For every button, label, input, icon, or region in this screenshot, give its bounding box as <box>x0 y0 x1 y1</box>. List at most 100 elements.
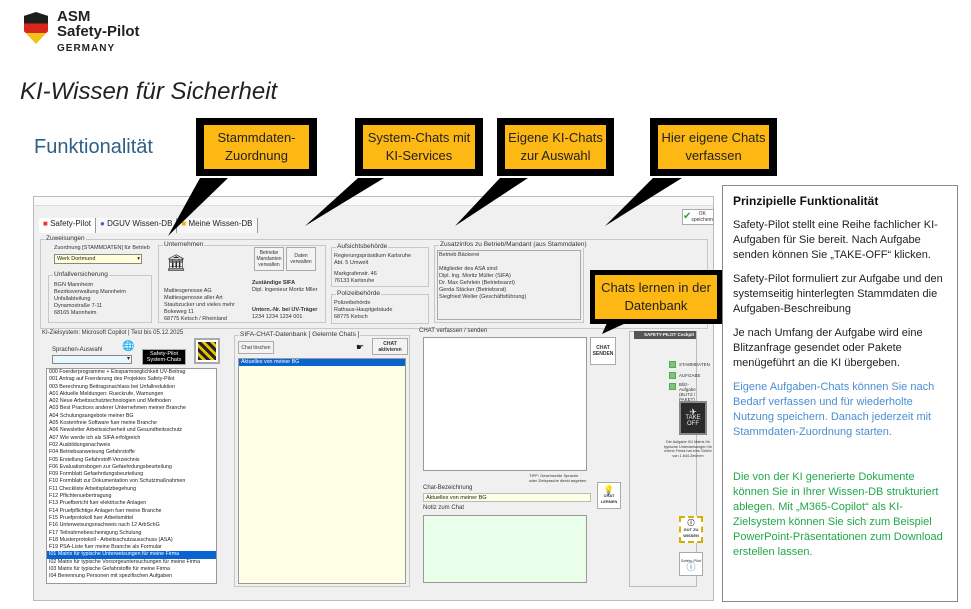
list-item[interactable]: F19 PSA-Liste fuer meine Branche als For… <box>49 544 162 551</box>
safety-pilot-tab-icon: ■ <box>43 219 48 228</box>
list-item[interactable]: 001 Antrag auf Foerderung des Projektes … <box>49 376 175 383</box>
list-item[interactable]: A01 Aktuelle Meldungen: Rueckrufe, Warnu… <box>49 390 164 397</box>
list-item[interactable]: A07 Wie werde ich als SIFA erfolgreich <box>49 434 141 441</box>
take-off-button[interactable]: ✈TAKE OFF <box>679 401 707 435</box>
sifa-label: Zuständige SIFA <box>252 280 296 286</box>
list-item[interactable]: F17 Teilnahmebescheinigung Schulung <box>49 529 142 536</box>
chat-bezeichnung-input[interactable]: Aktuelles von meiner BG <box>423 493 591 502</box>
group-label: Unfallversicherung <box>53 271 109 278</box>
section-title: Funktionalität <box>34 136 153 158</box>
ok-save-button[interactable]: ✔OK speichern <box>682 209 714 225</box>
chat-senden-button[interactable]: CHAT SENDEN <box>590 337 616 365</box>
betrieb-select[interactable]: Werk Dortmund ▾ <box>54 254 142 264</box>
list-item[interactable]: A02 Neue Arbeitsschutztechnologien und M… <box>49 398 171 405</box>
led-label: STAMMDATEN <box>679 362 710 367</box>
list-item[interactable]: F14 Pruefpflichtige Anlagen fuer meine B… <box>49 507 162 514</box>
pointing-hand-icon: ☛ <box>356 342 365 352</box>
panel-paragraph: Je nach Umfang der Aufgabe wird eine Bli… <box>733 327 923 369</box>
system-chats-list[interactable]: 000 Foerderprogramme + Einsparmoeglichke… <box>46 368 217 584</box>
button-label: Daten verwalten <box>290 253 312 265</box>
panel-paragraph: Safety-Pilot formuliert zur Aufgabe und … <box>733 273 943 315</box>
list-item[interactable]: F13 Pruefbericht fuer elektrische Anlage… <box>49 500 147 507</box>
list-item[interactable]: F02 Ausbildungsnachweis <box>49 441 111 448</box>
led-aufgabe-icon <box>669 372 676 379</box>
zusatz-group: Zusatzinfos zu Betrieb/Mandant (aus Stam… <box>434 241 588 323</box>
input-value: Aktuelles von meiner BG <box>426 495 487 501</box>
assign-label: Zuordnung [STAMMDATEN] für Betrieb <box>54 245 150 251</box>
chat-loeschen-button[interactable]: Chat löschen <box>238 341 274 354</box>
list-item[interactable]: 003 Berechnung Beitragsnachlass bei Unfa… <box>49 383 176 390</box>
chat-verfassen-label: CHAT verfassen / senden <box>419 328 488 334</box>
tab-safety-pilot[interactable]: ■ Safety-Pilot <box>39 218 96 233</box>
list-item[interactable]: I01 Matrix für typische Unterweisungen f… <box>47 551 216 559</box>
globe-icon: 🌐 <box>122 341 135 352</box>
button-label: GUT ZU WISSEN <box>683 526 699 538</box>
group-label: Polizeibehörde <box>336 290 382 297</box>
daten-verwalten-button[interactable]: Daten verwalten <box>286 247 316 271</box>
sifa-db-group: SIFA-CHAT-Datenbank [ Gelernte Chats ] <box>234 331 410 587</box>
callout-text: Hier eigene Chats verfassen <box>658 125 769 169</box>
ok-save-label: OK speichern <box>691 211 714 223</box>
cockpit-title: SAFETY-PILOT Cockpit <box>634 331 696 339</box>
list-item[interactable]: F15 Pruefprotokoll fuer Arbeitsmittel <box>49 514 134 521</box>
ki-zielsystem-label: KI-Zielsystem: Microsoft Copilot | Test … <box>42 330 184 336</box>
list-item[interactable]: F04 Betriebsanweisung Gefahrstoffe <box>49 449 135 456</box>
list-item[interactable]: F16 Unterweisungsnachweis nach 12 ArbSch… <box>49 522 160 529</box>
list-item[interactable]: F10 Formblatt zur Dokumentation von Schu… <box>49 478 186 485</box>
folder-tab-icon: ■ <box>181 219 187 228</box>
cockpit-info: Die Aufgabe I01 Matrix für typische Unte… <box>664 440 712 458</box>
list-item[interactable]: I04 Benennung Personen mit spezifischen … <box>49 573 173 580</box>
zusatz-text[interactable]: Betrieb Bäckerei Mitglieder des ASA sind… <box>437 250 581 320</box>
chat-text-area[interactable] <box>423 337 587 471</box>
list-item[interactable]: F09 Formblatt Gefaehrdungsbeurteilung <box>49 471 144 478</box>
panel-paragraph-blue: Eigene Aufgaben-Chats können Sie nach Be… <box>733 381 935 438</box>
logo-line2: Safety-Pilot <box>57 23 140 40</box>
list-item[interactable]: F11 Checkliste Arbeitsplatzbegehung <box>49 485 137 492</box>
list-item[interactable]: A04 Schulungsangebote meiner BG <box>49 412 134 419</box>
notiz-textarea[interactable] <box>423 515 587 583</box>
callout-pointer <box>168 178 228 236</box>
list-item[interactable]: F12 Pflichtenuebertragung <box>49 493 112 500</box>
notiz-label: Notiz zum Chat <box>423 505 465 511</box>
list-item[interactable]: F05 Erstellung Gefahrstoff-Verzeichnis <box>49 456 140 463</box>
betriebe-verwalten-button[interactable]: Betriebe Mandanten verwalten <box>254 247 284 271</box>
chevron-down-icon: ▾ <box>137 256 140 262</box>
callout-text: Eigene KI-Chats zur Auswahl <box>505 125 606 169</box>
led-stammdaten-icon <box>669 361 676 368</box>
system-chats-button[interactable]: Safety-Pilot System-Chats <box>142 349 186 365</box>
tab-meine-wissen-db[interactable]: ■ Meine Wissen-DB <box>177 218 258 233</box>
callout-text: System-Chats mit KI-Services <box>363 125 475 169</box>
betrieb-value: Werk Dortmund <box>57 256 96 262</box>
button-label: CHAT LERNEN <box>600 492 618 504</box>
right-info-panel: Prinzipielle Funktionalität Safety-Pilot… <box>722 185 958 602</box>
list-item[interactable]: 000 Foerderprogramme + Einsparmoeglichke… <box>49 369 186 375</box>
sprache-select[interactable]: ▾ <box>52 355 132 364</box>
chevron-down-icon: ▾ <box>126 356 130 362</box>
sifa-chats-list[interactable]: Aktuelles von meiner BG <box>238 358 406 584</box>
list-item[interactable]: A06 Newsletter Arbeitssicherheit und Ges… <box>49 427 183 434</box>
list-item[interactable]: I02 Matrix für typische Vorsorgeuntersuc… <box>49 558 201 565</box>
list-item[interactable]: A03 Best Practices anderer Unternehmen m… <box>49 405 186 412</box>
list-item[interactable]: Aktuelles von meiner BG <box>239 359 405 367</box>
list-item[interactable]: F06 Evaluationsbogen zur Gefaehrdungsbeu… <box>49 463 172 470</box>
tab-bar: ■ Safety-Pilot ● DGUV Wissen-DB ■ Meine … <box>39 218 258 233</box>
chat-lernen-button[interactable]: 💡CHAT LERNEN <box>597 482 621 509</box>
button-label: CHAT aktivieren <box>378 340 402 353</box>
callout-pointer <box>605 178 682 226</box>
list-item[interactable]: A05 Kostenfreie Software fuer meine Bran… <box>49 420 157 427</box>
list-item[interactable]: I03 Matrix für typische Gefahrstoffe für… <box>49 566 170 573</box>
list-item[interactable]: F18 Musterprotokoll - Arbeitsschutzaussc… <box>49 536 173 543</box>
lightbulb-icon: 💡 <box>603 484 615 495</box>
button-label: Safety-Pilot System-Chats <box>146 351 182 363</box>
tab-label: Meine Wissen-DB <box>188 219 253 228</box>
callout-chats-verfassen: Hier eigene Chats verfassen <box>650 118 777 176</box>
check-icon: ✔ <box>682 211 692 222</box>
sprache-bridge-icon[interactable] <box>194 338 220 364</box>
tab-label: DGUV Wissen-DB <box>107 219 173 228</box>
button-label: Chat löschen <box>241 344 271 351</box>
chat-aktivieren-button[interactable]: CHAT aktivieren <box>372 338 408 355</box>
